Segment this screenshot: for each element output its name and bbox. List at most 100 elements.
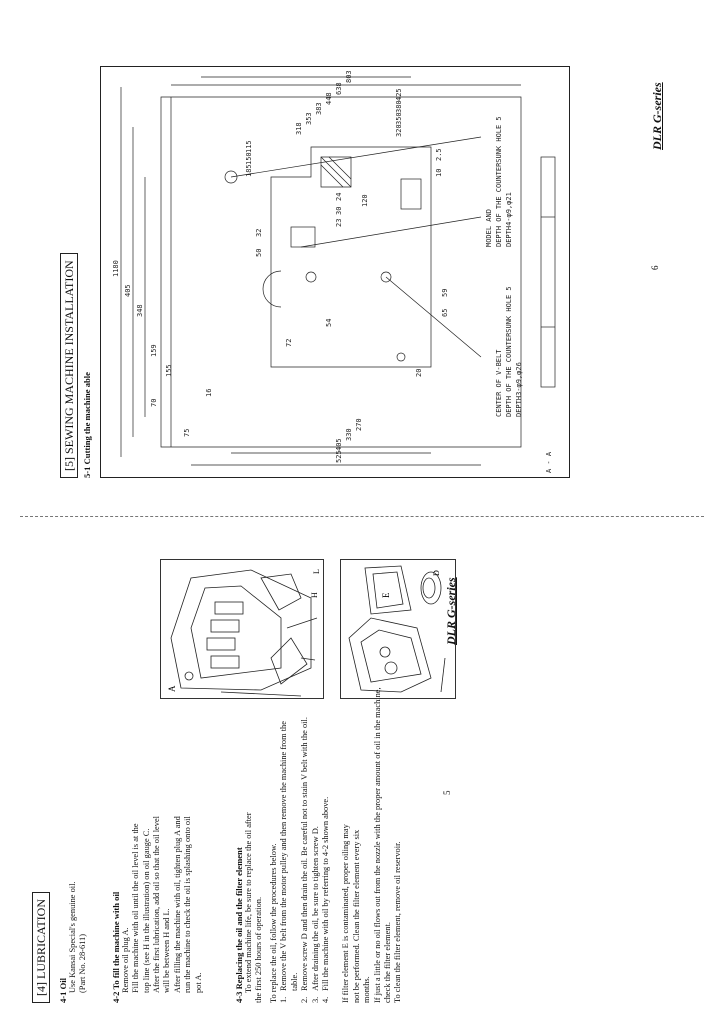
cutting-diagram: 1180 405 348 159 70 75 525 405 330 270 8… [112, 70, 556, 473]
dim-label: 525 [335, 450, 343, 463]
dim-label: 353 [305, 112, 313, 125]
dim-label: 65 [441, 309, 449, 317]
dim-label: 320 [395, 124, 403, 137]
procedure-step: 2. Remove screw D and then drain the oil.… [300, 705, 310, 1003]
annotation-label: CENTER OF V-BELT [495, 349, 503, 417]
fill-line: Remove oil plug A. [120, 927, 130, 993]
page-number: 6 [650, 265, 660, 271]
filter-note: If filter element E is contaminated, pro… [341, 824, 351, 1003]
dim-label: 270 [355, 418, 363, 431]
dim-label: 185 [245, 164, 253, 177]
dim-label: 23 [335, 219, 343, 227]
fill-line: run the machine to check the oil is spla… [183, 816, 193, 993]
step-number: 2. [300, 996, 310, 1003]
annotation-label: MODEL AND [485, 209, 493, 247]
dim-label: 54 [325, 319, 333, 327]
fig1-label-a: A [167, 685, 177, 692]
dim-label: 425 [395, 88, 403, 101]
dim-label: 350 [395, 112, 403, 125]
dim-label: 638 [335, 82, 343, 95]
step-text: After draining the oil, be sure to tight… [310, 826, 320, 991]
dim-label: 72 [285, 339, 293, 347]
filter-element-illustration: E D [340, 559, 456, 699]
annotation-label: DEPTH4-φ9,φ21 [505, 192, 513, 247]
oil-line: Use Kansai Special's genuine oil. [68, 881, 77, 993]
dim-label: 115 [245, 140, 253, 153]
replace-intro: To extend machine life, be sure to repla… [244, 812, 254, 993]
step-text: Fill the machine with oil by referring t… [320, 796, 330, 991]
step-number: 4. [320, 996, 330, 1003]
fill-line: Fill the machine with oil until the oil … [131, 823, 141, 993]
annotation-label: DEPTH OF THE COUNTERSUNK HOLE 5 [505, 286, 513, 417]
installation-page: [5] SEWING MACHINE INSTALLATION 5-1 Cutt… [60, 60, 680, 480]
lubrication-section-title: [4] LUBRICATION [32, 892, 50, 1003]
fig1-label-h: H [310, 592, 319, 598]
annotation-label: DEPTH3-φ9,φ26 [515, 362, 523, 417]
section-marker: A - A [545, 451, 553, 473]
oil-gauge-illustration: A H L [160, 559, 324, 699]
dim-label: 155 [165, 364, 173, 377]
procedure-steps: 1. Remove the V belt from the motor pulle… [279, 705, 331, 1003]
dim-label: 159 [150, 344, 158, 357]
dim-label: 120 [361, 194, 369, 207]
filter-note: not be performed. Clean the filter eleme… [351, 829, 361, 1003]
dim-label: 16 [205, 389, 213, 397]
dim-label: 380 [395, 100, 403, 113]
dim-label: 405 [335, 438, 343, 451]
filter-drawing: E D [348, 565, 446, 693]
filter-note: check the filter element. [382, 922, 392, 1003]
fill-line: After the first lubrication, add oil so … [152, 816, 162, 993]
dim-label: 24 [335, 193, 343, 201]
filter-note: If just a little or no oil flows out fro… [372, 687, 382, 1003]
oil-gauge-drawing: A H L [167, 569, 321, 697]
filter-note: months. [362, 976, 372, 1003]
dim-label: 448 [325, 92, 333, 105]
fill-heading: 4-2 To fill the machine with oil [110, 891, 121, 1003]
dim-label: 50 [255, 249, 263, 257]
installation-subheading: 5-1 Cutting the machine able [82, 372, 92, 478]
dim-label: 1180 [112, 260, 120, 277]
fig2-label-e: E [381, 592, 391, 598]
dim-label: 150 [245, 152, 253, 165]
dim-label: 10 [435, 169, 443, 177]
annotation-label: DEPTH OF THE COUNTERSUNK HOLE 5 [495, 116, 503, 247]
dim-label: 383 [315, 102, 323, 115]
fill-line: After filling the machine with oil, tigh… [172, 816, 182, 993]
step-text: Remove the V belt from the motor pulley … [279, 721, 299, 991]
series-name: DLR G-series [444, 577, 458, 645]
replace-heading: 4-3 Replacing the oil and the filter ele… [234, 847, 245, 1003]
procedure-intro: To replace the oil, follow the procedure… [268, 843, 278, 1003]
page-number: 5 [442, 790, 452, 796]
fig1-label-l: L [312, 569, 321, 574]
filter-note: To clean the filter element, remove oil … [393, 841, 403, 1004]
step-text: Remove screw D and then drain the oil. B… [300, 717, 310, 991]
lubrication-page: [4] LUBRICATION 4-1 Oil Use Kansai Speci… [20, 535, 460, 1005]
page-divider [20, 516, 704, 517]
dim-label: 32 [255, 229, 263, 237]
fill-line: will be between H and L. [162, 908, 172, 993]
replace-intro: the first 250 hours of operation. [254, 896, 264, 1003]
dim-label: 330 [345, 428, 353, 441]
dim-label: 803 [345, 70, 353, 83]
dim-label: 59 [441, 289, 449, 297]
lubrication-text-column: 4-1 Oil Use Kansai Special's genuine oil… [58, 687, 404, 1004]
dim-label: 405 [124, 284, 132, 297]
dim-label: 20 [415, 369, 423, 377]
dim-label: 2.5 [435, 148, 443, 161]
oil-heading: 4-1 Oil [58, 977, 68, 1003]
fill-line: top line (see H in the illustration) on … [141, 828, 151, 993]
series-name: DLR G-series [650, 82, 664, 150]
dim-label: 30 [335, 207, 343, 215]
installation-section-title: [5] SEWING MACHINE INSTALLATION [60, 253, 78, 478]
step-number: 1. [279, 996, 289, 1003]
procedure-step: 4. Fill the machine with oil by referring… [321, 705, 331, 1003]
fill-line: pot A. [193, 972, 203, 993]
procedure-step: 1. Remove the V belt from the motor pulle… [279, 705, 300, 1003]
dim-label: 348 [136, 304, 144, 317]
fig2-label-d: D [432, 570, 441, 576]
table-cutting-drawing: 1180 405 348 159 70 75 525 405 330 270 8… [100, 66, 570, 478]
step-number: 3. [310, 996, 320, 1003]
oil-line: (Part No. 28-611) [78, 933, 88, 993]
dim-label: 318 [295, 122, 303, 135]
dim-label: 75 [183, 429, 191, 437]
